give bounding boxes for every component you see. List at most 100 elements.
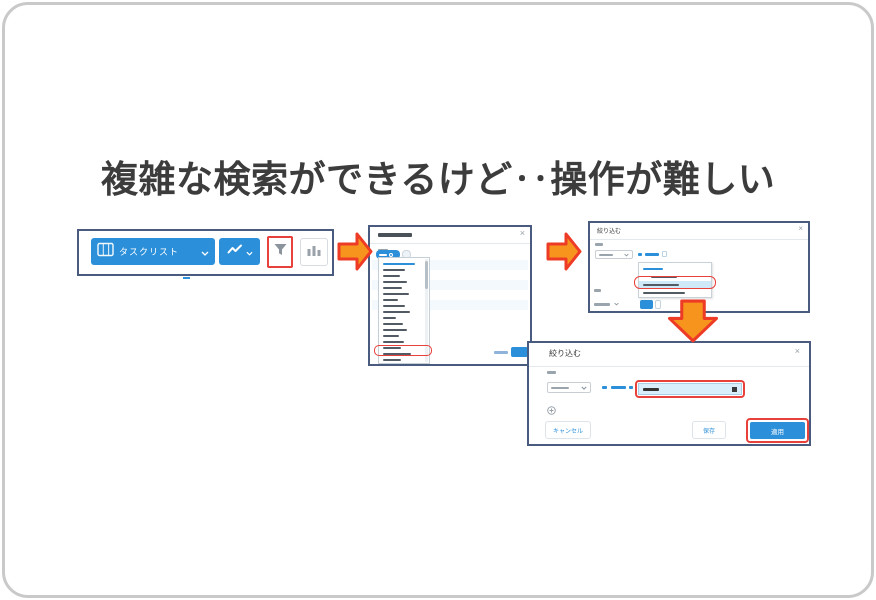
scrollbar-track[interactable] [425,259,428,362]
selected-field-tag[interactable] [376,250,400,259]
scrollbar-thumb[interactable] [425,261,428,289]
keyword-input[interactable] [638,383,742,395]
divider [590,239,808,240]
operator-dropdown-menu[interactable] [638,262,712,298]
zebra-stripe [372,280,528,290]
list-item-text [383,311,410,313]
list-item[interactable] [379,285,429,291]
view-selector-dropdown[interactable]: タスクリスト [91,238,215,265]
close-icon[interactable]: × [798,224,803,233]
list-item-text [383,275,400,277]
sort-order-chip[interactable] [640,300,653,309]
list-item[interactable] [379,279,429,285]
list-item-text [383,353,411,355]
select-value [599,253,613,256]
save-button[interactable]: 保存 [692,421,726,439]
divider [370,243,530,244]
bar-chart-icon [306,243,322,262]
sort-label-text [594,303,610,306]
apply-button-ring: 適用 [746,418,809,443]
list-item-text [643,268,663,270]
list-item-text [383,335,399,337]
list-item[interactable] [379,267,429,273]
confirm-button[interactable] [511,347,528,357]
chevron-down-icon [201,243,209,261]
close-icon[interactable]: × [794,346,800,356]
highlighted-menu-item-ring [634,276,716,289]
list-item-text [383,263,415,265]
list-item-text [383,317,396,319]
list-item[interactable] [639,281,711,289]
field-dropdown-list[interactable] [378,257,430,364]
list-item[interactable] [639,265,711,273]
list-item[interactable] [379,315,429,321]
sort-order-chevron-box[interactable] [655,300,661,309]
select-value [551,386,569,389]
list-item-text [383,305,405,307]
app-toolbar-screenshot: タスクリスト [77,229,334,276]
list-item[interactable] [379,351,429,357]
operator-chevron[interactable] [629,386,633,389]
condition-label-text [547,371,556,374]
field-select[interactable] [595,250,633,259]
graph-button[interactable] [219,238,260,265]
filter-dialog-small: 絞り込む × [588,221,810,313]
list-item[interactable] [379,303,429,309]
keyword-input-ring [635,380,745,398]
list-item[interactable] [379,327,429,333]
cancel-button[interactable]: キャンセル [545,421,591,439]
funnel-icon[interactable] [273,243,288,262]
divider [529,366,809,367]
list-item[interactable] [379,273,429,279]
dialog-title-text [378,233,412,237]
filter-dialog-large: 絞り込む × キャンセル 保存 適用 [527,341,811,446]
flow-arrow-down [667,299,719,343]
chart-button[interactable] [300,238,328,266]
list-item[interactable] [379,321,429,327]
list-item-text [383,299,398,301]
view-selector-label: タスクリスト [119,247,180,257]
zebra-stripe [372,260,528,270]
apply-button[interactable]: 適用 [750,422,805,439]
list-item-text [643,292,685,294]
list-item[interactable] [379,339,429,345]
table-view-icon [97,242,114,262]
list-item-text [651,276,677,278]
list-item[interactable] [639,289,711,297]
flow-arrow-right-1 [337,232,373,271]
list-item[interactable] [379,357,429,363]
chevron-down-icon [245,243,253,261]
field-select[interactable] [547,382,591,393]
list-item-text [383,329,407,331]
operator-chevron-box[interactable] [662,251,667,257]
tag-label [379,253,387,256]
list-item-text [383,323,403,325]
clear-input-icon[interactable] [732,386,737,392]
list-item-text [383,347,401,349]
list-item[interactable] [379,333,429,339]
list-item[interactable] [379,291,429,297]
input-value-text [643,387,659,391]
list-item-text [383,359,401,361]
operator-link-text[interactable] [611,386,626,389]
cancel-link[interactable] [494,351,508,354]
remove-tag-icon[interactable] [389,252,393,257]
list-item[interactable] [379,309,429,315]
add-condition-icon[interactable] [547,402,556,420]
slide-title: 複雑な検索ができるけど‥操作が難しい [101,159,776,200]
operator-equals-link[interactable] [602,386,607,389]
list-item[interactable] [379,297,429,303]
close-icon[interactable]: × [519,228,525,238]
value-label-text [594,289,601,292]
highlighted-list-item-ring [374,345,432,356]
operator-link-text[interactable] [645,253,659,256]
list-item[interactable] [379,345,429,351]
list-item-text [383,287,402,289]
list-item-text [643,284,679,286]
list-item[interactable] [639,273,711,281]
toolbar-selection-mark [183,277,190,279]
operator-link[interactable] [638,253,642,256]
list-item[interactable] [379,261,429,267]
